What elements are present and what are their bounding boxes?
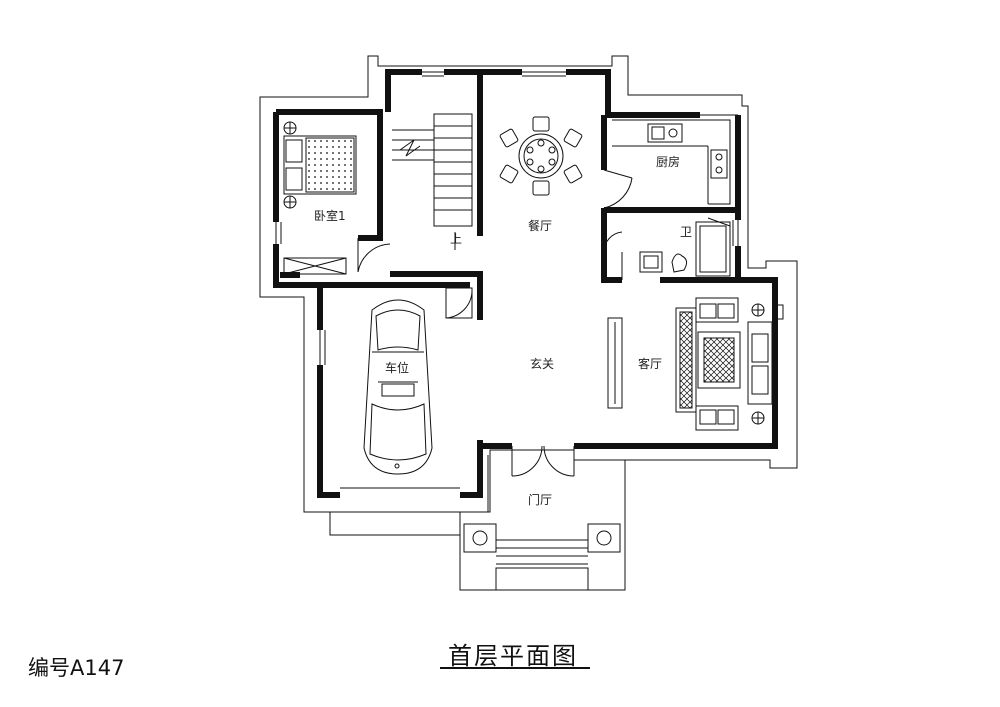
car: [363, 299, 433, 475]
drawing-title: 首层平面图: [448, 642, 578, 670]
porch-column-left: [463, 523, 497, 553]
dining-table: [499, 116, 583, 196]
foyer-cabinet: [607, 317, 623, 409]
stair-up-label: 上: [450, 232, 462, 246]
bed: [283, 121, 357, 209]
room-label-foyer: 玄关: [530, 356, 554, 371]
title-underline: [440, 667, 590, 669]
doors: [357, 169, 633, 512]
room-label-garage: 车位: [385, 360, 409, 375]
drawing-code: 编号A147: [28, 656, 125, 680]
room-label-living: 客厅: [638, 356, 662, 371]
room-label-entrance: 门厅: [528, 492, 552, 507]
porch-outline: [329, 460, 626, 591]
staircase: [392, 113, 473, 250]
porch-steps: [495, 539, 589, 591]
wardrobe: [283, 257, 347, 275]
porch-column-right: [587, 523, 621, 553]
room-label-dining: 餐厅: [528, 218, 552, 233]
bathroom-fixtures: [639, 217, 731, 277]
kitchen-counter: [612, 119, 731, 205]
living-room-furniture: [675, 297, 784, 431]
outer-outline: [259, 55, 798, 513]
room-label-bedroom: 卧室1: [314, 208, 346, 223]
walls: [273, 69, 778, 498]
room-label-bath: 卫: [680, 225, 692, 239]
room-label-kitchen: 厨房: [656, 154, 680, 169]
